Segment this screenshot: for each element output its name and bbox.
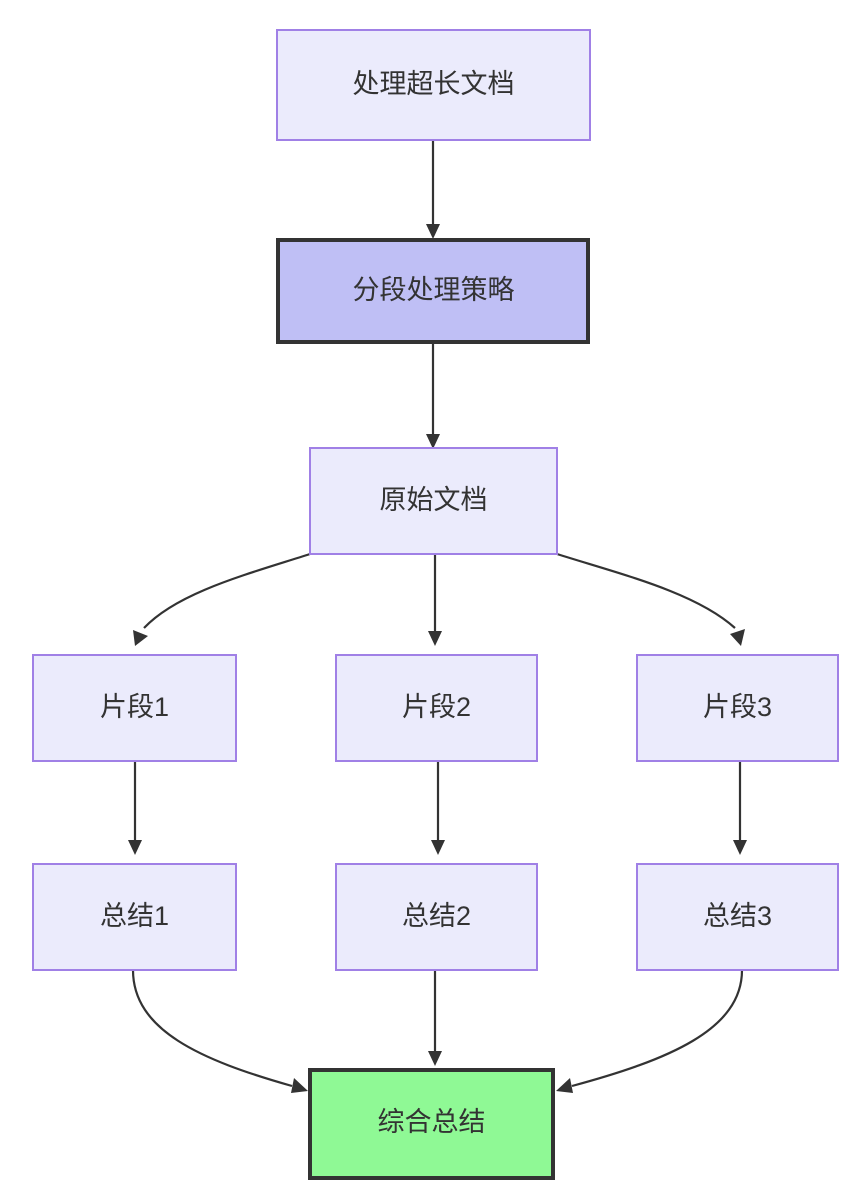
node-shape[interactable] (276, 238, 590, 344)
node-shape[interactable] (32, 863, 237, 971)
edge-layer (128, 140, 747, 1093)
node-label: 总结3 (703, 901, 772, 931)
arrowhead-icon (556, 1078, 573, 1093)
edge-process-to-strategy (426, 140, 440, 239)
node-shape[interactable] (636, 654, 839, 762)
node-label: 原始文档 (380, 485, 488, 515)
node-shape[interactable] (309, 447, 558, 555)
edge-line (131, 969, 293, 1088)
node-shape[interactable] (636, 863, 839, 971)
arrowhead-icon (128, 840, 142, 855)
arrowhead-icon (428, 1051, 442, 1066)
node-chunking-strategy[interactable]: 分段处理策略 (276, 238, 590, 344)
node-shape[interactable] (32, 654, 237, 762)
node-fragment-2[interactable]: 片段2 (335, 654, 538, 762)
edge-line (556, 552, 736, 629)
arrowhead-icon (733, 840, 747, 855)
node-shape[interactable] (308, 1068, 555, 1180)
node-process-long-document[interactable]: 处理超长文档 (276, 29, 591, 141)
arrowhead-icon (291, 1078, 308, 1093)
arrowhead-icon (428, 631, 442, 646)
edge-summary-1-to-final (131, 969, 308, 1093)
node-label: 总结1 (100, 901, 169, 931)
edge-source-to-fragment-2 (428, 554, 442, 646)
edge-source-to-fragment-3 (556, 552, 745, 646)
node-label: 总结2 (402, 901, 471, 931)
edge-fragment-3-to-summary-3 (733, 761, 747, 855)
node-fragment-1[interactable]: 片段1 (32, 654, 237, 762)
node-label: 分段处理策略 (353, 275, 515, 305)
edge-fragment-2-to-summary-2 (431, 761, 445, 855)
edge-summary-3-to-final (556, 969, 744, 1093)
edge-summary-2-to-final (428, 970, 442, 1066)
node-source-document[interactable]: 原始文档 (309, 447, 558, 555)
edge-line (571, 969, 744, 1088)
node-label: 片段3 (703, 692, 772, 722)
node-label: 综合总结 (378, 1107, 486, 1137)
node-label: 片段2 (402, 692, 471, 722)
edge-strategy-to-source (426, 344, 440, 449)
node-summary-2[interactable]: 总结2 (335, 863, 538, 971)
node-shape[interactable] (335, 863, 538, 971)
node-final-summary[interactable]: 综合总结 (308, 1068, 555, 1180)
arrowhead-icon (730, 629, 745, 646)
arrowhead-icon (133, 630, 148, 646)
arrowhead-icon (426, 434, 440, 449)
arrowhead-icon (426, 224, 440, 239)
node-label: 片段1 (100, 692, 169, 722)
node-label: 处理超长文档 (353, 69, 515, 99)
node-shape[interactable] (276, 29, 591, 141)
edge-fragment-1-to-summary-1 (128, 761, 142, 855)
edge-source-to-fragment-1 (133, 552, 311, 646)
node-layer: 处理超长文档 分段处理策略 原始文档 片段1 片段2 片段3 总结1 (32, 29, 839, 1180)
node-shape[interactable] (335, 654, 538, 762)
node-fragment-3[interactable]: 片段3 (636, 654, 839, 762)
edge-line (143, 552, 311, 629)
node-summary-1[interactable]: 总结1 (32, 863, 237, 971)
node-summary-3[interactable]: 总结3 (636, 863, 839, 971)
arrowhead-icon (431, 840, 445, 855)
